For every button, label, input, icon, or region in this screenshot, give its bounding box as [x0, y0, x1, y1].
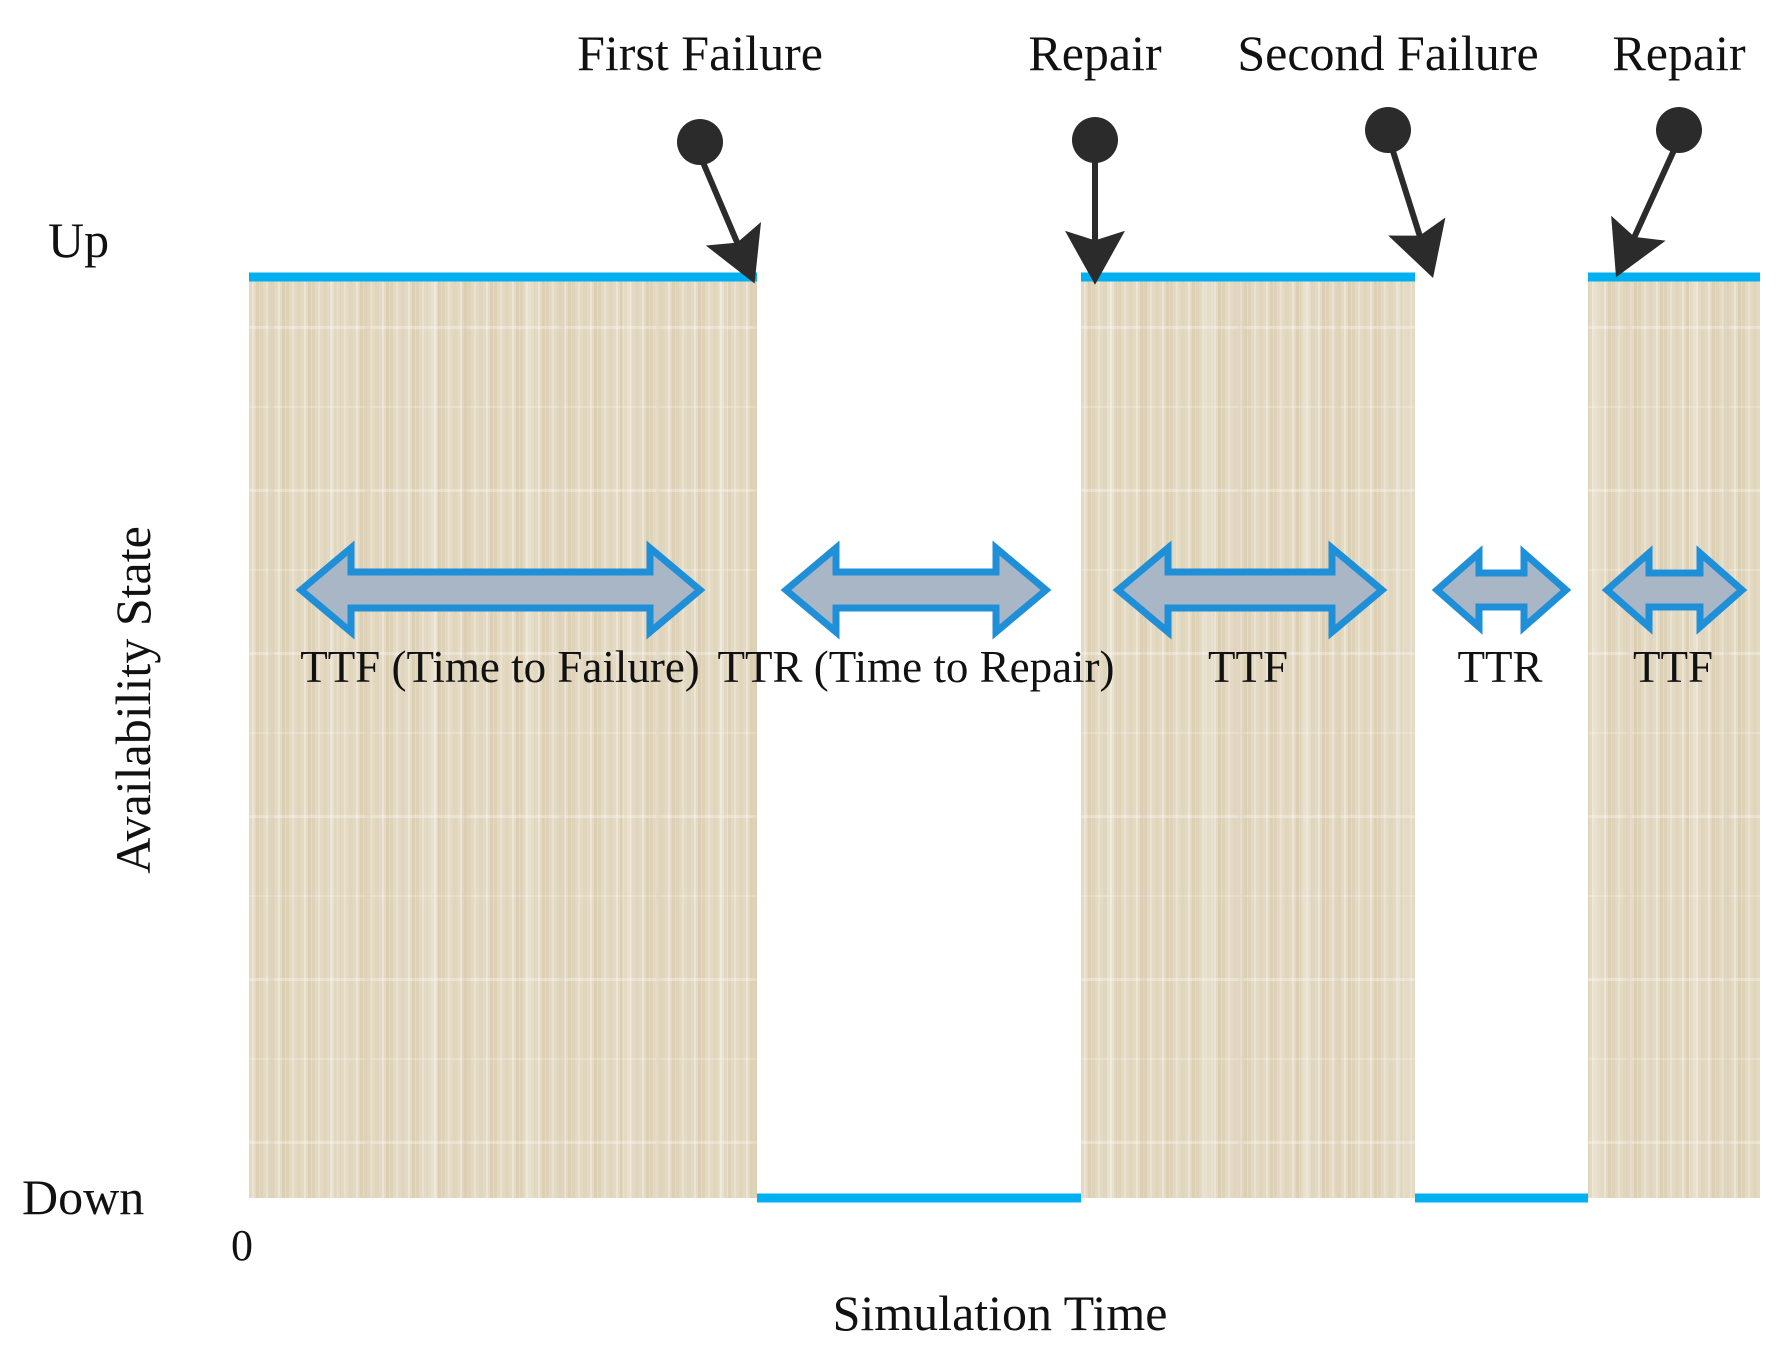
up-state-bar-2	[1081, 280, 1415, 1198]
arrow-ttr-2	[1431, 545, 1572, 635]
segment-label-ttf-2: TTF	[1207, 642, 1289, 692]
event-label-first-repair: Repair	[1028, 25, 1162, 81]
arrow-ttf-3	[1601, 545, 1748, 635]
segment-label-ttr-2: TTR	[1457, 642, 1543, 692]
y-tick-up: Up	[48, 212, 110, 268]
up-state-bars	[249, 280, 1760, 1198]
callout-dot	[1365, 107, 1411, 153]
segment-label-ttf-1: TTF (Time to Failure)	[300, 642, 700, 692]
up-state-bar-3	[1588, 280, 1760, 1198]
x-axis-title: Simulation Time	[832, 1285, 1168, 1341]
y-axis-title: Availability State	[105, 526, 161, 874]
callout-second-repair	[1611, 107, 1702, 278]
segment-arrows	[295, 540, 1748, 640]
segment-label-ttf-3: TTF	[1632, 642, 1714, 692]
arrow-ttr-1	[780, 540, 1052, 640]
callout-dot	[1656, 107, 1702, 153]
callout-first-failure	[677, 119, 762, 284]
up-state-bar-1	[249, 280, 757, 1198]
origin-label: 0	[231, 1221, 253, 1270]
callout-dot	[1072, 117, 1118, 163]
event-label-first-failure: First Failure	[577, 25, 823, 81]
event-label-second-repair: Repair	[1612, 25, 1746, 81]
callout-dot	[677, 119, 723, 165]
segment-label-ttr-1: TTR (Time to Repair)	[717, 642, 1115, 692]
callout-second-failure	[1365, 107, 1446, 279]
event-label-second-failure: Second Failure	[1237, 25, 1539, 81]
arrow-ttf-1	[295, 540, 706, 640]
availability-state-trace	[249, 272, 1760, 1203]
y-tick-down: Down	[22, 1169, 145, 1225]
event-callouts	[677, 107, 1702, 285]
arrow-ttf-2	[1112, 540, 1388, 640]
callout-first-repair	[1065, 117, 1125, 285]
